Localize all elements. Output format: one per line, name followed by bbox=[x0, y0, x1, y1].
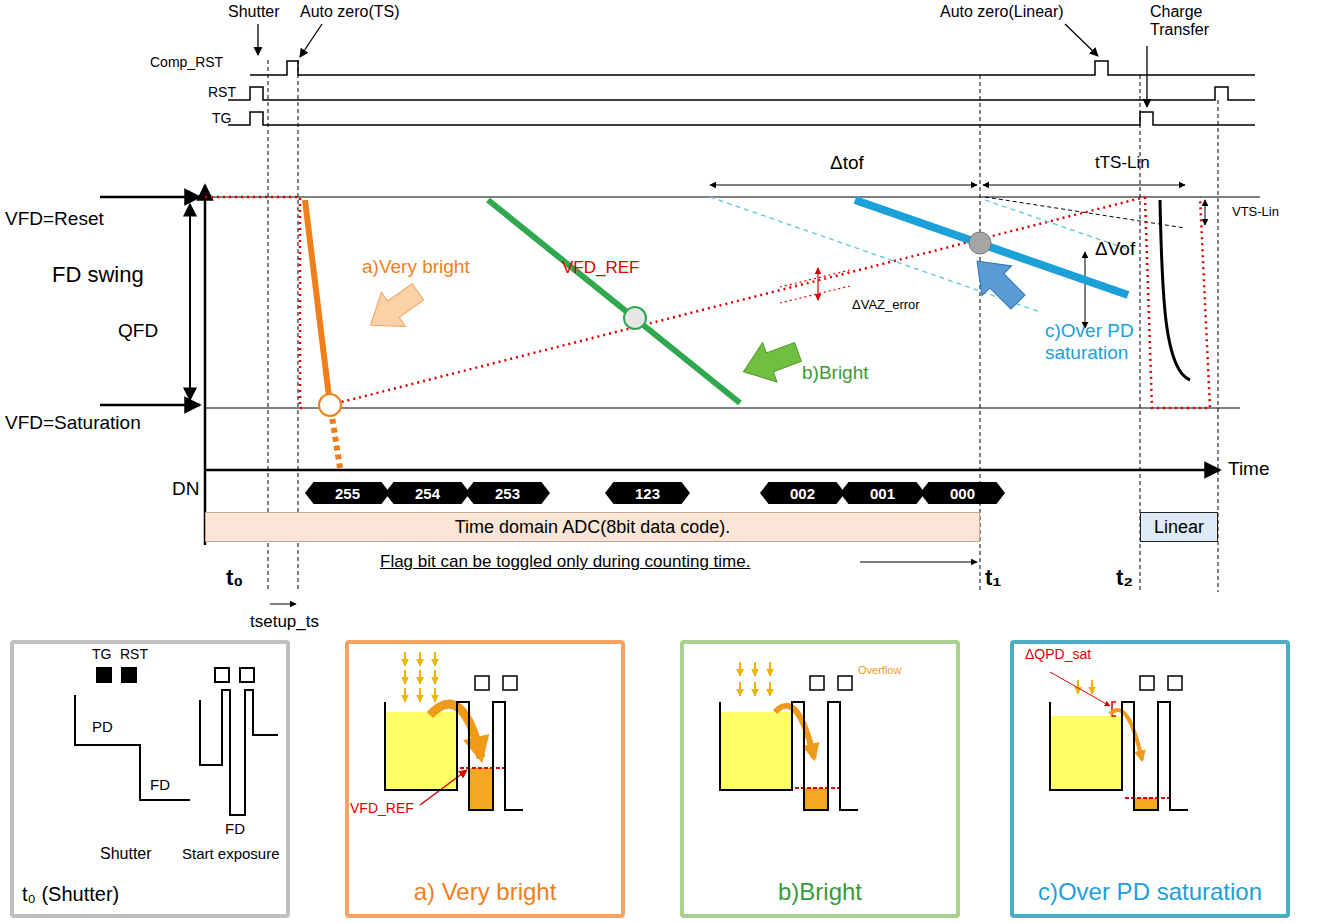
state-panel: c)Over PD saturation bbox=[1010, 640, 1290, 918]
panel-title: b)Bright bbox=[684, 878, 956, 906]
level-label: VFD=Reset bbox=[5, 208, 104, 230]
signal-name: RST bbox=[208, 84, 236, 100]
signal-name: TG bbox=[212, 110, 231, 126]
signal-name: VFD_REF bbox=[350, 800, 414, 816]
dimension-label: ΔVof bbox=[1095, 238, 1135, 260]
time-mark: t₂ bbox=[1116, 565, 1133, 590]
time-mark: t₁ bbox=[985, 565, 1001, 590]
code-value: 123 bbox=[635, 485, 660, 502]
dimension-label: tTS-Lin bbox=[1095, 153, 1150, 173]
state-panel: a) Very bright bbox=[345, 640, 625, 918]
region-name: FD bbox=[150, 776, 170, 793]
gate-name: TG bbox=[92, 646, 111, 662]
caption: Start exposure bbox=[182, 845, 280, 862]
dimension-label: VTS-Lin bbox=[1232, 205, 1279, 220]
note: Overflow bbox=[858, 664, 901, 677]
panel-title: a) Very bright bbox=[349, 878, 621, 906]
dn-code: 254 bbox=[385, 482, 470, 504]
case-label: b)Bright bbox=[802, 362, 869, 384]
time-mark: t₀ bbox=[226, 565, 243, 590]
panel-title: t₀ (Shutter) bbox=[22, 883, 119, 906]
level-label: VFD=Saturation bbox=[5, 412, 141, 434]
code-value: 253 bbox=[495, 485, 520, 502]
dn-code: 253 bbox=[465, 482, 550, 504]
dn-code: 000 bbox=[920, 482, 1005, 504]
dn-code: 001 bbox=[840, 482, 925, 504]
caption: Shutter bbox=[100, 845, 152, 863]
adc-band: Time domain ADC(8bit data code). bbox=[205, 512, 980, 542]
region-name: PD bbox=[92, 718, 113, 735]
dimension-label: ΔVAZ_error bbox=[852, 298, 920, 313]
dn-code: 123 bbox=[605, 482, 690, 504]
signal-name: Comp_RST bbox=[150, 54, 223, 70]
band-label: Time domain ADC(8bit data code). bbox=[455, 517, 730, 538]
time-mark: tsetup_ts bbox=[250, 612, 319, 632]
state-panel: b)Bright bbox=[680, 640, 960, 918]
dimension-label: Δtof bbox=[830, 152, 864, 174]
code-value: 255 bbox=[335, 485, 360, 502]
case-label: a)Very bright bbox=[362, 256, 470, 278]
code-value: 001 bbox=[870, 485, 895, 502]
gate-name: RST bbox=[120, 646, 148, 662]
axis-label: Time bbox=[1228, 458, 1270, 480]
panel-title: c)Over PD saturation bbox=[1014, 878, 1286, 906]
event-label: Shutter bbox=[228, 3, 280, 21]
signal-name: VFD_REF bbox=[562, 258, 639, 278]
dn-code: 255 bbox=[305, 482, 390, 504]
axis-label: DN bbox=[172, 478, 199, 500]
linear-band: Linear bbox=[1140, 512, 1218, 542]
region-name: FD bbox=[225, 820, 245, 837]
code-value: 254 bbox=[415, 485, 440, 502]
note: Flag bit can be toggled only during coun… bbox=[380, 552, 750, 572]
dimension-label: FD swing bbox=[52, 262, 144, 287]
code-value: 002 bbox=[790, 485, 815, 502]
dimension-label: ΔQPD_sat bbox=[1025, 646, 1091, 662]
case-label: c)Over PD saturation bbox=[1045, 320, 1175, 364]
band-label: Linear bbox=[1154, 517, 1204, 538]
event-label: Auto zero(TS) bbox=[300, 3, 400, 21]
event-label: Auto zero(Linear) bbox=[940, 3, 1064, 21]
event-label: Charge Transfer bbox=[1150, 3, 1245, 40]
dimension-label: QFD bbox=[118, 320, 158, 342]
dn-code: 002 bbox=[760, 482, 845, 504]
code-value: 000 bbox=[950, 485, 975, 502]
